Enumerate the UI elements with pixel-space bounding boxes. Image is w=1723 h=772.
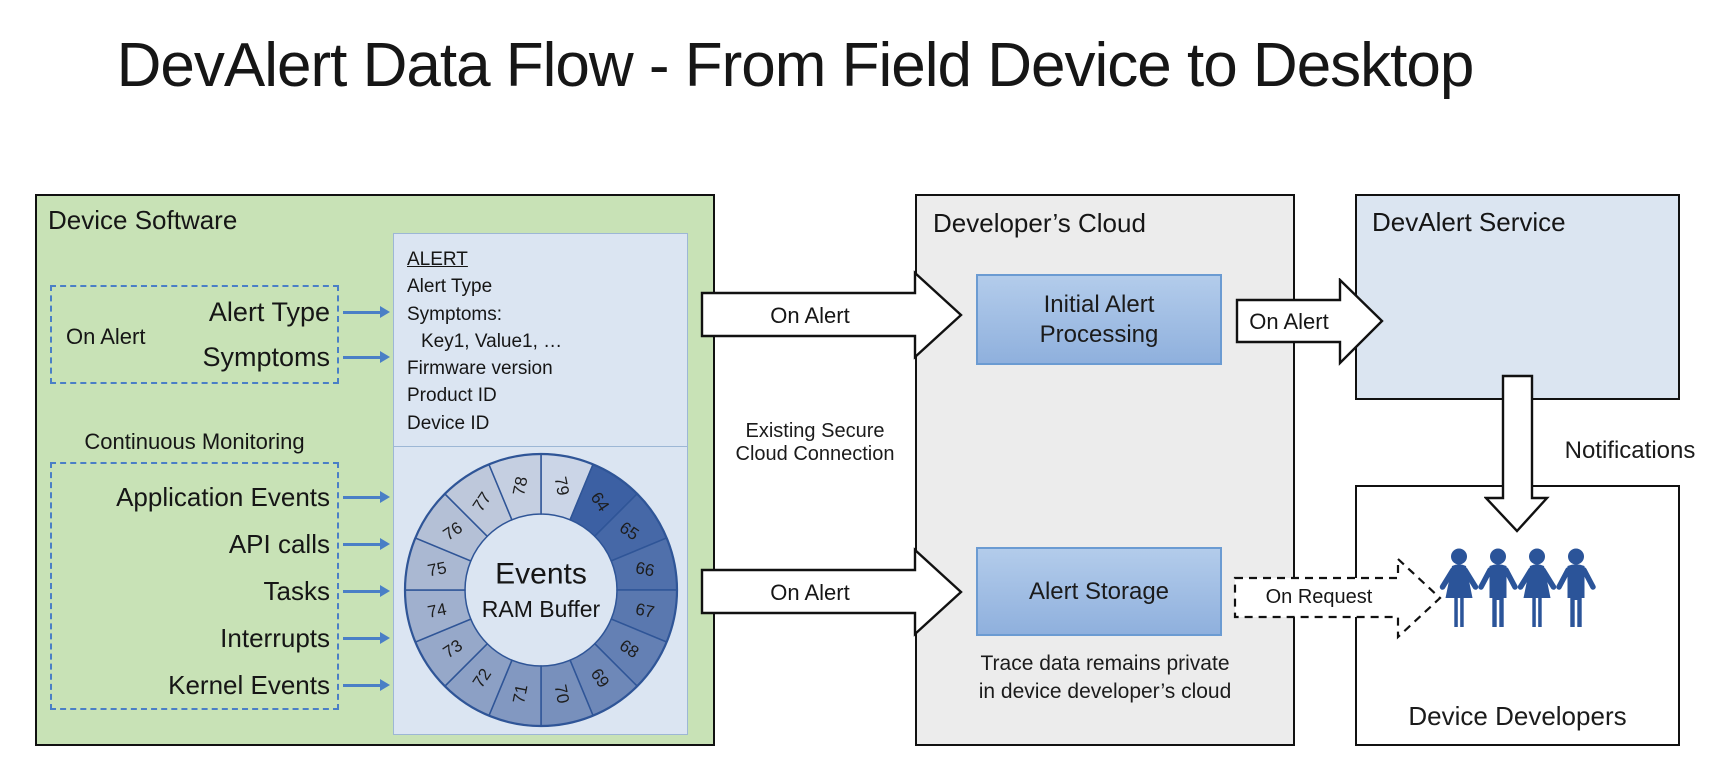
alert-type-label: Alert Type [208,297,330,327]
ring-segment-label: 75 [426,558,448,580]
notifications-label: Notifications [1564,437,1696,464]
ring-segment-label: 66 [634,558,656,580]
flow-arrow-icon [343,306,390,317]
on-alert-group-label: On Alert [66,324,146,349]
alert-field: Product ID [407,385,497,407]
alert-heading: ALERT [407,249,468,270]
on-request-arrow-icon [1233,556,1442,640]
ring-segment-label: 67 [634,600,656,622]
people-icon [1439,548,1596,627]
initial-alert-processing-box: Initial Alert Processing [976,274,1222,365]
ring-center-subtitle: RAM Buffer [482,596,601,622]
flow-arrow-icon [343,632,390,643]
ring-segment-label: 78 [509,475,531,497]
flow-arrow-icon [343,679,390,690]
on-alert-bottom-label: On Alert [770,580,850,605]
on-alert-service-label: On Alert [1249,309,1329,334]
woman-icon [1517,548,1557,627]
device-software-title: Device Software [48,205,238,235]
man-icon [1556,548,1596,627]
on-alert-arrow-bottom-icon [700,547,963,637]
man-icon [1478,548,1518,627]
application-events-label: Application Events [116,482,330,512]
ring-center-title: Events [495,558,587,591]
alert-record-text: ALERT Alert Type Symptoms: Key1, Value1,… [394,234,687,447]
ring-segment-label: 71 [509,683,531,705]
devalert-service-box [1355,194,1680,400]
symptoms-label: Symptoms [202,342,330,372]
ring-segment-label: 70 [551,683,573,705]
secure-connection-note: Existing Secure Cloud Connection [735,420,895,465]
alert-storage-box: Alert Storage [976,547,1222,636]
monitoring-group-box [50,462,339,710]
on-request-label: On Request [1265,586,1373,608]
device-developers-title: Device Developers [1408,701,1627,731]
woman-icon [1439,548,1479,627]
privacy-note: Trace data remains private in device dev… [978,652,1232,703]
alert-record-panel: ALERT Alert Type Symptoms: Key1, Value1,… [393,233,688,735]
devalert-service-title: DevAlert Service [1372,207,1566,237]
on-alert-top-label: On Alert [770,303,850,328]
alert-field: Key1, Value1, … [421,330,563,352]
tasks-label: Tasks [263,576,330,606]
flow-arrow-icon [343,491,390,502]
on-alert-arrow-top-icon [700,270,963,360]
api-calls-label: API calls [228,529,330,559]
on-alert-arrow-service-icon [1235,278,1384,366]
on-alert-group-box [50,285,339,384]
alert-field: Symptoms: [407,303,503,325]
flow-arrow-icon [343,538,390,549]
notifications-arrow-icon [1484,374,1550,533]
page-title: DevAlert Data Flow - From Field Device t… [116,31,1475,100]
kernel-events-label: Kernel Events [168,670,330,700]
ring-segment-label: 74 [426,600,448,622]
alert-field: Device ID [407,412,490,434]
developers-cloud-title: Developer’s Cloud [933,208,1146,238]
alert-field: Firmware version [407,358,553,380]
flow-arrow-icon [343,585,390,596]
ring-outer-rim [403,452,679,728]
alert-field: Alert Type [407,276,493,298]
continuous-monitoring-label: Continuous Monitoring [84,429,305,454]
flow-arrow-icon [343,351,390,362]
ring-segment-label: 79 [551,475,573,497]
interrupts-label: Interrupts [220,623,330,653]
